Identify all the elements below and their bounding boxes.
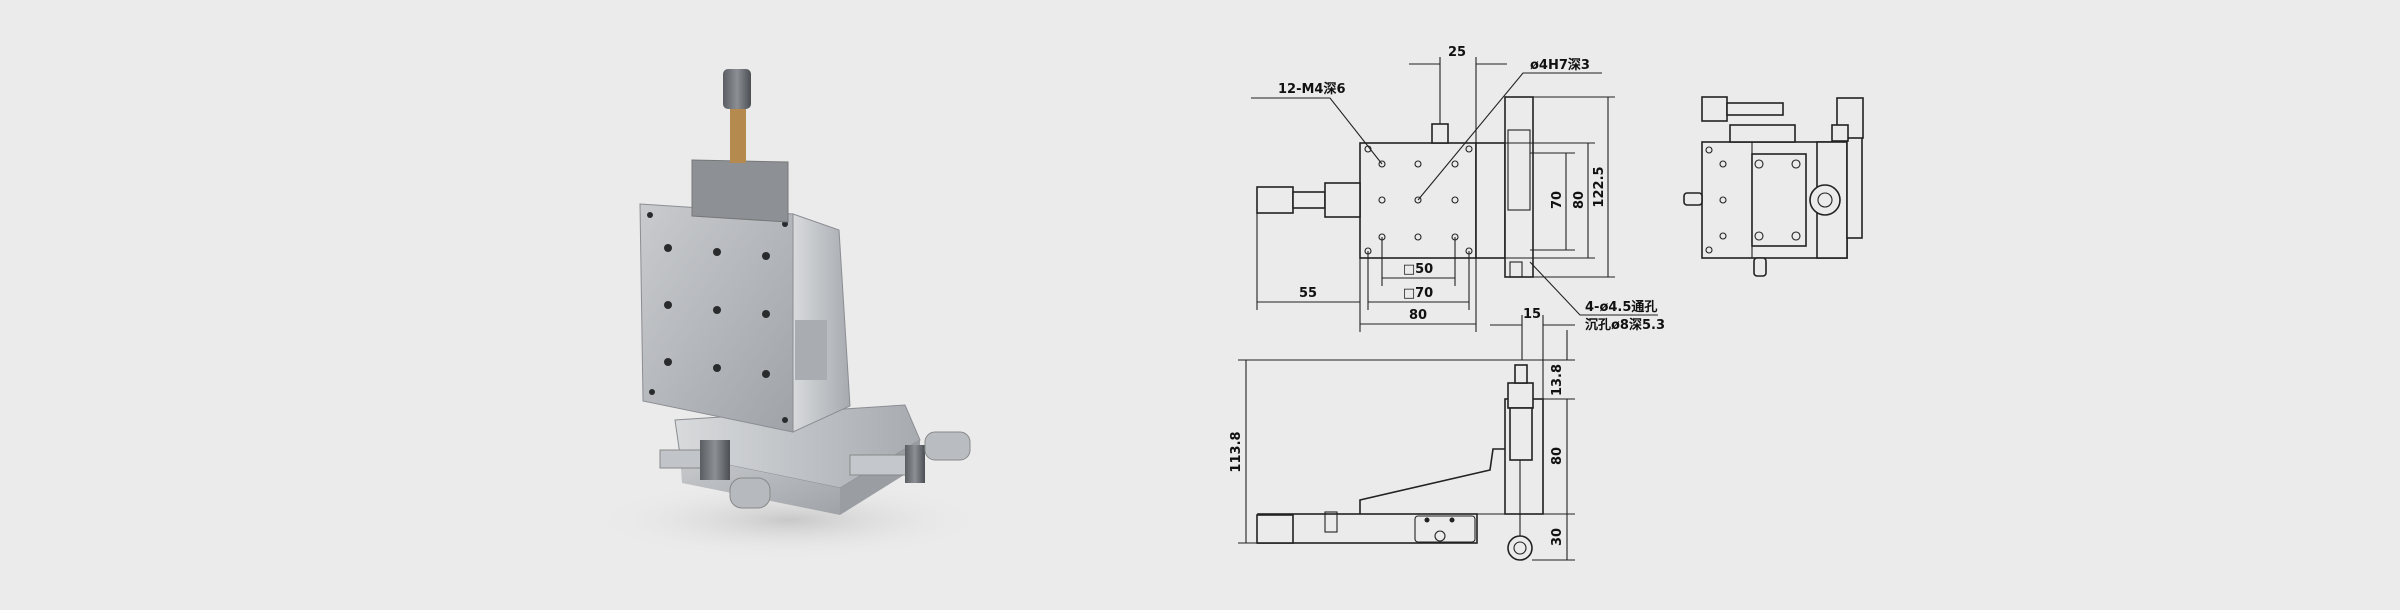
- mounting-plate: [639, 203, 794, 433]
- thread-note: 12-M4深6: [1278, 81, 1346, 97]
- mount-hole-note: 4-ø4.5通孔: [1585, 299, 1657, 315]
- side-dimension-lines: [1238, 315, 1575, 561]
- shadow: [590, 480, 990, 560]
- dim-70-vertical: 70: [1550, 191, 1565, 209]
- dim-80-column: 80: [1550, 447, 1565, 465]
- side-view: 15 13.8 80 30 113.8: [1229, 307, 1575, 561]
- left-knob: [1256, 186, 1294, 214]
- dim-15: 15: [1523, 307, 1541, 322]
- pin-hole-note: ø4H7深3: [1530, 57, 1590, 73]
- top-knob: [1431, 123, 1449, 144]
- z-lock: [795, 320, 827, 380]
- x-micrometer: [659, 440, 771, 509]
- plate-holes: [647, 212, 788, 423]
- y-micrometer: [849, 431, 971, 483]
- dim-80-horizontal: 80: [1409, 308, 1427, 323]
- dim-13-8: 13.8: [1550, 364, 1565, 396]
- dim-113-8: 113.8: [1229, 431, 1244, 472]
- lead-screw: [730, 105, 746, 163]
- dimension-lines: [1251, 57, 1658, 332]
- front-view: [1683, 96, 1864, 277]
- dim-square-50: □50: [1403, 262, 1433, 277]
- dim-122-5: 122.5: [1592, 166, 1607, 207]
- base-outline: [1257, 513, 1478, 544]
- z-knob: [723, 69, 751, 109]
- micrometer-outline: [1504, 96, 1534, 278]
- knob-wheel: [1507, 535, 1533, 561]
- dim-30: 30: [1550, 528, 1565, 546]
- dim-80-vertical: 80: [1572, 191, 1587, 209]
- product-render: [590, 69, 990, 560]
- top-bracket: [691, 159, 789, 223]
- top-view: 25 ø4H7深3 12-M4深6 122.5 80 70 □50 □70 80…: [1251, 45, 1665, 333]
- dim-25: 25: [1448, 45, 1466, 60]
- dim-square-70: □70: [1403, 286, 1433, 301]
- dim-55: 55: [1299, 286, 1317, 301]
- counterbore-note: 沉孔ø8深5.3: [1585, 317, 1665, 333]
